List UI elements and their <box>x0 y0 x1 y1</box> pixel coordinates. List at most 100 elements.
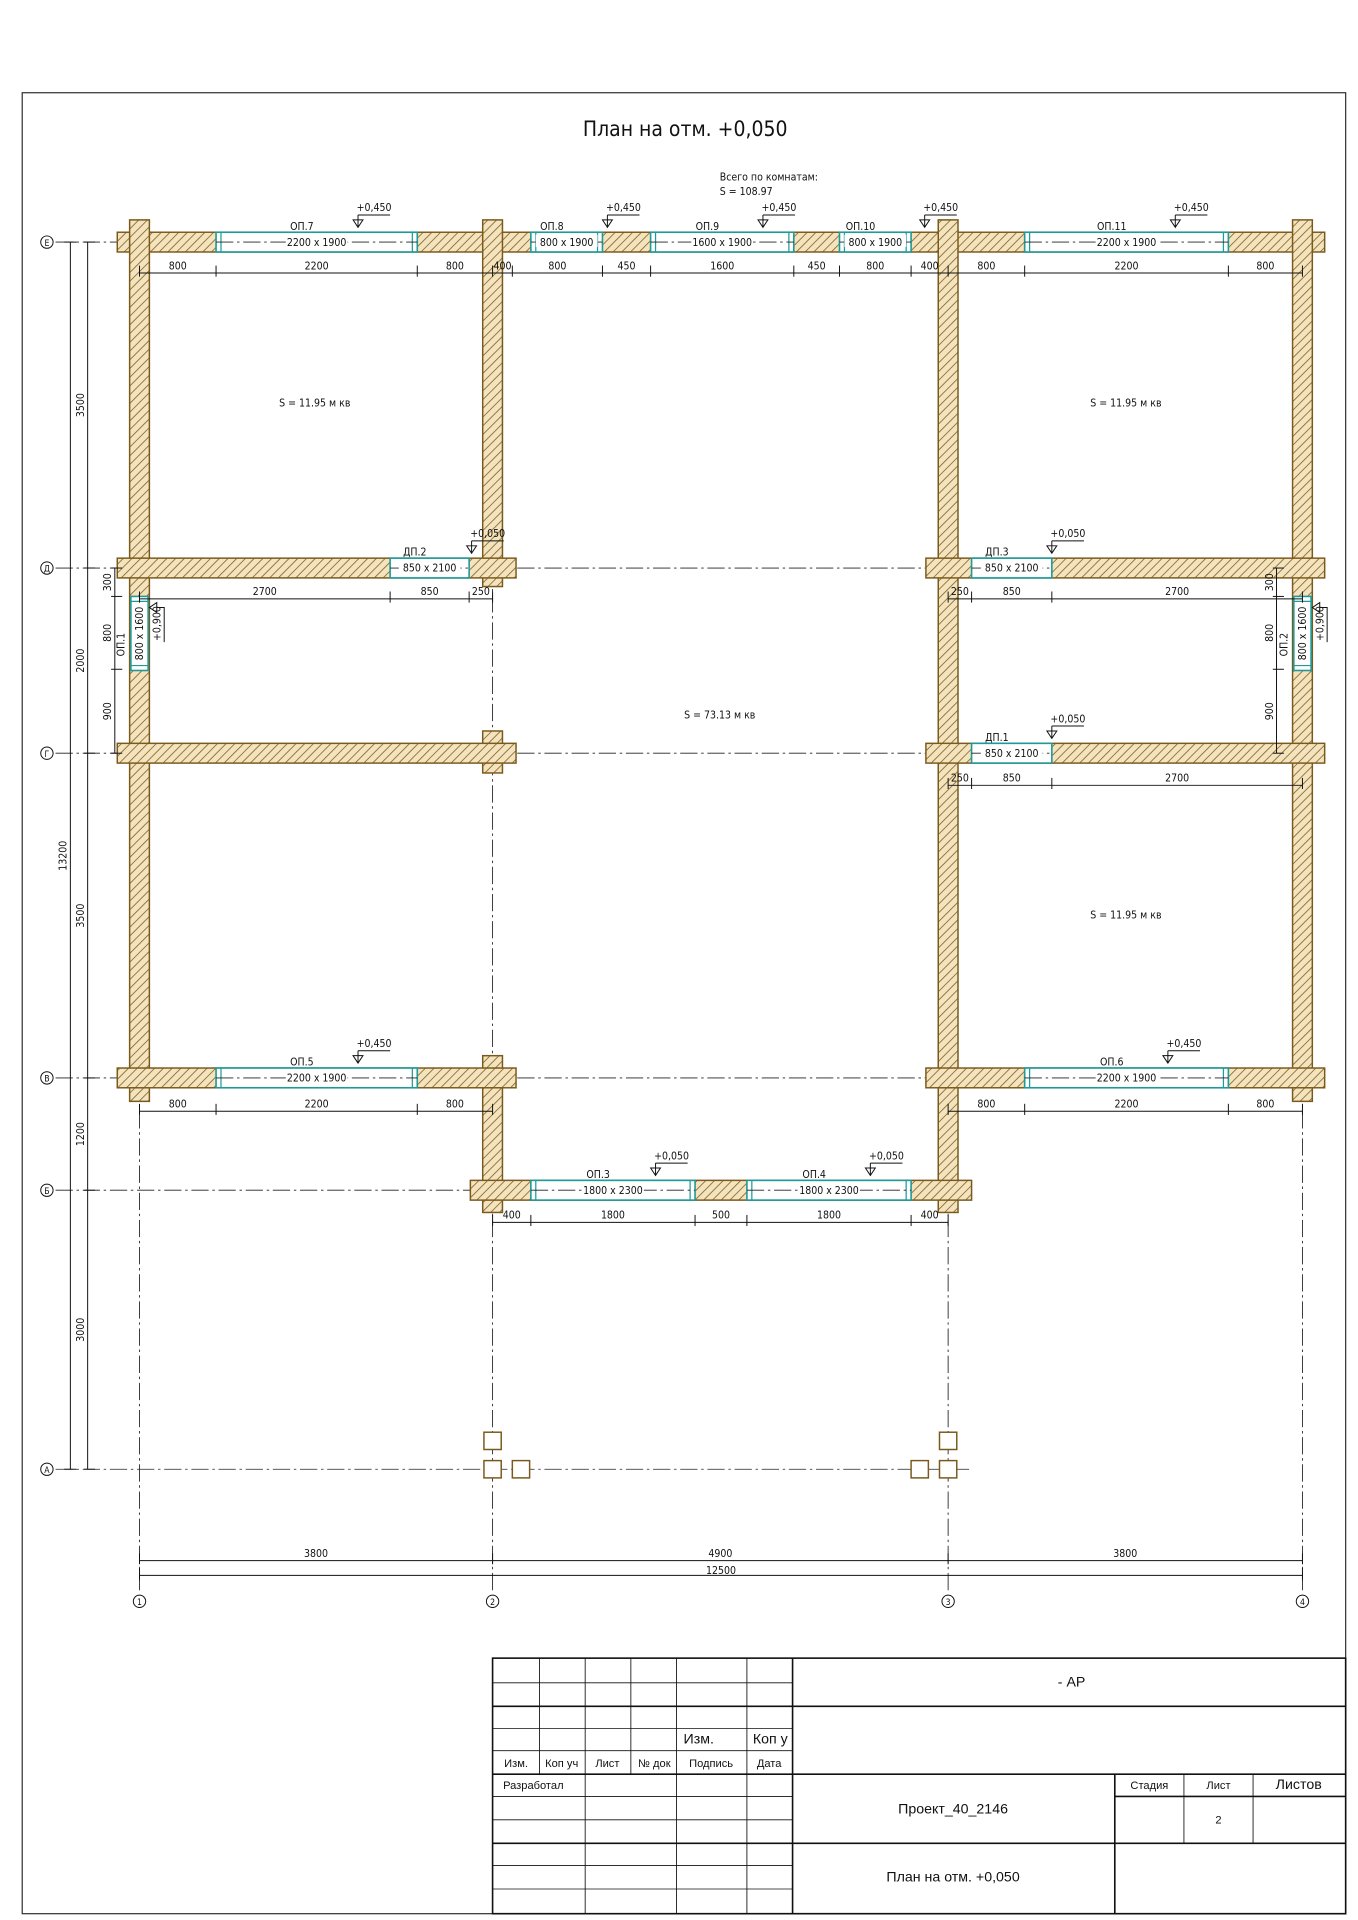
axis-label-col: 1 <box>137 1598 142 1608</box>
opening-level: +0,050 <box>1050 528 1085 540</box>
drawing-title: План на отм. +0,050 <box>583 117 788 141</box>
sheet-label: Лист <box>1206 1780 1230 1792</box>
title-block-header: Подпись <box>689 1758 733 1770</box>
dimension-value: 450 <box>618 260 636 272</box>
summary-label: Всего по комнатам: <box>720 171 818 183</box>
dimension-value: 450 <box>808 260 826 272</box>
opening-level: +0,050 <box>654 1150 689 1162</box>
room-area-label: S = 11.95 м кв <box>1090 397 1161 409</box>
axis-label-row: Д <box>44 565 50 575</box>
opening-level: +0,900 <box>1314 606 1326 641</box>
title-block-header: Изм. <box>684 1731 714 1747</box>
dimension-value: 900 <box>1264 702 1276 720</box>
axis-label-col: 2 <box>490 1598 495 1608</box>
level-mark-icon <box>601 214 640 229</box>
axis-bubble-row <box>40 1071 54 1085</box>
opening-size: 800 x 1900 <box>540 237 594 249</box>
dimension-value: 300 <box>1264 573 1276 591</box>
axis-bubble-row <box>40 1462 54 1476</box>
dimension-value: 800 <box>169 260 187 272</box>
column-post <box>483 1459 502 1479</box>
level-mark-icon <box>1045 725 1084 740</box>
dimension-value: 300 <box>102 573 114 591</box>
opening-mark: ОП.9 <box>696 221 720 233</box>
dimension-total: 13200 <box>58 841 70 871</box>
level-mark-icon <box>649 1162 688 1177</box>
document-code: - АР <box>1058 1675 1086 1691</box>
summary-area: S = 108.97 <box>720 186 773 198</box>
opening-size: 1800 x 2300 <box>583 1185 643 1197</box>
opening-mark: ОП.5 <box>290 1057 314 1069</box>
dimension-value: 800 <box>548 260 566 272</box>
opening-level: +0,450 <box>923 202 958 214</box>
level-mark-icon <box>864 1162 903 1177</box>
dimension-value: 400 <box>503 1210 521 1222</box>
stage-label: Стадия <box>1130 1780 1168 1792</box>
opening-level: +0,900 <box>151 606 163 641</box>
dimension-value: 2700 <box>253 586 277 598</box>
dimension-value: 1800 <box>601 1210 625 1222</box>
project-name: Проект_40_2146 <box>898 1802 1008 1818</box>
log-wall <box>116 742 517 764</box>
axis-bubble-col <box>941 1594 955 1609</box>
dimension-value: 800 <box>446 260 464 272</box>
opening-mark: ДП.1 <box>985 732 1008 744</box>
dimension-value: 400 <box>921 1210 939 1222</box>
axis-bubble-row <box>40 235 54 249</box>
dimension-value: 900 <box>102 702 114 720</box>
opening-size: 1600 x 1900 <box>692 237 752 249</box>
title-block-header: Коп уч <box>545 1758 578 1770</box>
opening-mark: ОП.11 <box>1097 221 1127 233</box>
level-mark-icon <box>1045 540 1084 555</box>
column-post <box>511 1459 531 1479</box>
opening-size: 800 x 1600 <box>134 607 146 661</box>
axis-bubble-col <box>1295 1594 1310 1609</box>
dimension-value: 800 <box>1256 1099 1274 1111</box>
axis-bubble-col <box>485 1594 500 1609</box>
opening-size: 800 x 1600 <box>1297 607 1309 661</box>
level-mark-icon <box>918 214 957 229</box>
dimension-value: 1800 <box>817 1210 841 1222</box>
opening-size: 850 x 2100 <box>985 563 1039 575</box>
dimension-value: 800 <box>102 624 114 642</box>
dimension-value: 3500 <box>75 393 87 417</box>
level-mark-icon <box>148 601 165 643</box>
dimension-total: 12500 <box>706 1565 736 1577</box>
log-wall <box>481 219 504 588</box>
opening-mark: ОП.4 <box>802 1169 826 1181</box>
dimension-value: 250 <box>951 586 969 598</box>
opening-mark: ДП.3 <box>985 547 1008 559</box>
dimension-value: 800 <box>866 260 884 272</box>
opening-size: 2200 x 1900 <box>287 237 347 249</box>
opening-level: +0,450 <box>1174 202 1209 214</box>
opening-mark: ОП.6 <box>1100 1057 1124 1069</box>
column-post <box>910 1459 930 1479</box>
opening-mark: ДП.2 <box>403 547 426 559</box>
axis-label-col: 4 <box>1300 1598 1305 1608</box>
axis-bubble-row <box>40 561 54 575</box>
dimension-value: 850 <box>421 586 439 598</box>
level-mark-icon <box>465 540 504 555</box>
dimension-value: 2200 <box>305 260 329 272</box>
opening-size: 850 x 2100 <box>403 563 457 575</box>
level-mark-icon <box>352 1050 391 1064</box>
opening-level: +0,450 <box>762 202 797 214</box>
room-area-label: S = 11.95 м кв <box>279 397 350 409</box>
axis-label-row: Г <box>45 750 50 760</box>
axis-bubble-row <box>40 746 54 760</box>
title-block-header: Изм. <box>504 1758 528 1770</box>
dimension-value: 850 <box>1003 773 1021 785</box>
axis-label-row: Е <box>44 239 49 249</box>
opening-3: ОП.9 1600 x 1900 +0,450 <box>649 202 797 253</box>
